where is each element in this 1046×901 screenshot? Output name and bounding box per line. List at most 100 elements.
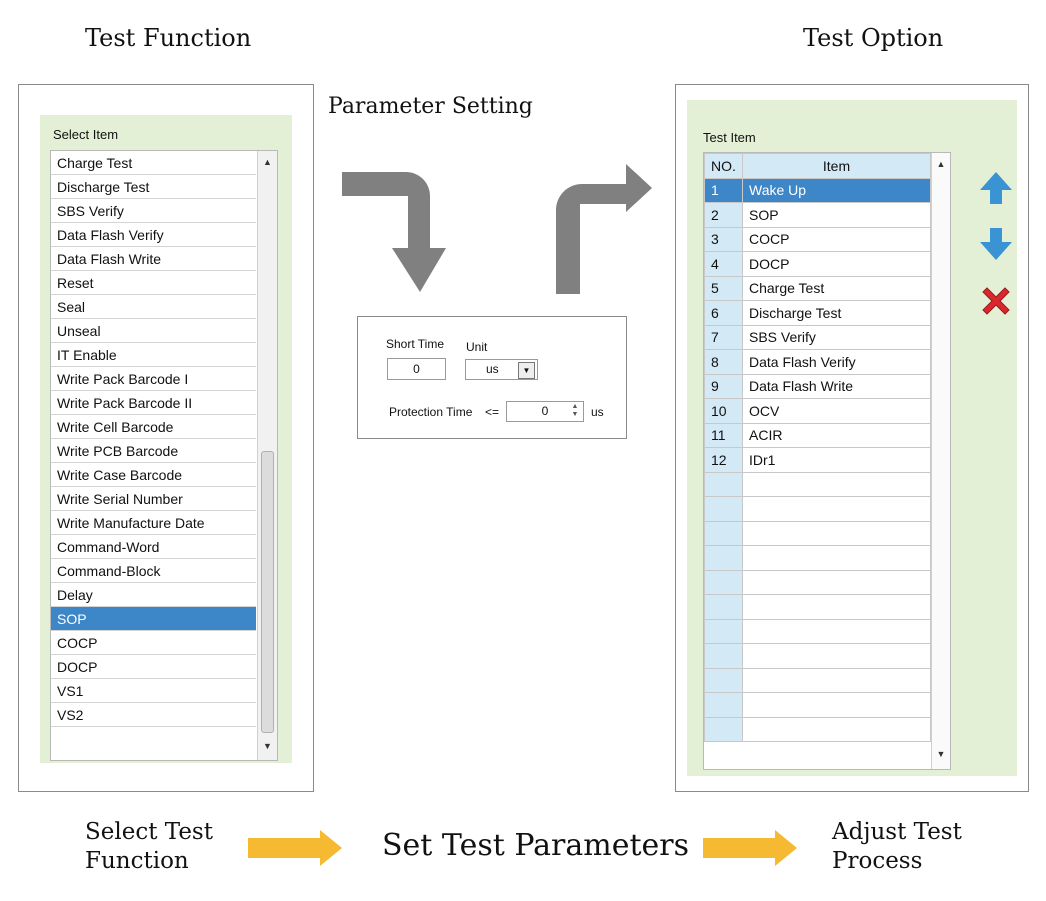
step-arrow-1 bbox=[248, 838, 322, 858]
row-item bbox=[742, 496, 931, 522]
test-option-heading: Test Option bbox=[803, 24, 944, 52]
row-number: 5 bbox=[704, 275, 743, 301]
row-item: Charge Test bbox=[742, 275, 931, 301]
table-scrollbar[interactable]: ▲ ▼ bbox=[931, 153, 950, 769]
parameter-setting-box: Short Time 0 Unit us ▼ Protection Time <… bbox=[357, 316, 627, 439]
down-arrow-icon[interactable] bbox=[976, 224, 1016, 264]
row-item bbox=[742, 716, 931, 742]
row-number bbox=[704, 643, 743, 669]
row-number bbox=[704, 569, 743, 595]
row-item: DOCP bbox=[742, 251, 931, 277]
row-item: COCP bbox=[742, 226, 931, 252]
list-item[interactable]: Unseal bbox=[51, 319, 256, 343]
list-item[interactable]: VS1 bbox=[51, 679, 256, 703]
scroll-down-arrow-icon[interactable]: ▼ bbox=[263, 741, 272, 751]
empty-table-row[interactable] bbox=[704, 520, 931, 546]
row-item: SBS Verify bbox=[742, 324, 931, 350]
list-item[interactable]: Command-Block bbox=[51, 559, 256, 583]
row-item bbox=[742, 667, 931, 693]
empty-table-row[interactable] bbox=[704, 496, 931, 522]
list-item[interactable]: SOP bbox=[51, 607, 256, 631]
stepper-arrows-icon[interactable]: ▲▼ bbox=[571, 403, 579, 418]
list-item[interactable]: Data Flash Verify bbox=[51, 223, 256, 247]
list-item[interactable]: Discharge Test bbox=[51, 175, 256, 199]
row-number: 3 bbox=[704, 226, 743, 252]
row-item: ACIR bbox=[742, 422, 931, 448]
list-item[interactable]: Write Pack Barcode II bbox=[51, 391, 256, 415]
scrollbar-thumb[interactable] bbox=[261, 451, 274, 733]
row-item bbox=[742, 594, 931, 620]
chevron-down-icon[interactable]: ▼ bbox=[518, 362, 535, 379]
row-number: 12 bbox=[704, 447, 743, 473]
row-item bbox=[742, 692, 931, 718]
unit-label: Unit bbox=[466, 340, 488, 354]
empty-table-row[interactable] bbox=[704, 716, 931, 742]
row-number: 2 bbox=[704, 202, 743, 228]
list-item[interactable]: Write Serial Number bbox=[51, 487, 256, 511]
up-arrow-icon[interactable] bbox=[976, 168, 1016, 208]
list-item[interactable]: Seal bbox=[51, 295, 256, 319]
list-item[interactable]: COCP bbox=[51, 631, 256, 655]
row-item: Data Flash Write bbox=[742, 373, 931, 399]
row-number: 11 bbox=[704, 422, 743, 448]
row-number: 10 bbox=[704, 398, 743, 424]
empty-table-row[interactable] bbox=[704, 667, 931, 693]
list-item[interactable]: Write PCB Barcode bbox=[51, 439, 256, 463]
row-number bbox=[704, 496, 743, 522]
delete-x-icon[interactable] bbox=[977, 282, 1015, 320]
row-item bbox=[742, 569, 931, 595]
list-item[interactable]: VS2 bbox=[51, 703, 256, 727]
step-adjust-test-process: Adjust Test Process bbox=[832, 819, 962, 874]
list-item[interactable]: Charge Test bbox=[51, 151, 256, 175]
table-scroll-down-icon[interactable]: ▼ bbox=[936, 749, 946, 759]
empty-table-row[interactable] bbox=[704, 692, 931, 718]
empty-table-row[interactable] bbox=[704, 594, 931, 620]
list-item[interactable]: Write Case Barcode bbox=[51, 463, 256, 487]
row-item: IDr1 bbox=[742, 447, 931, 473]
list-item[interactable]: IT Enable bbox=[51, 343, 256, 367]
row-number bbox=[704, 716, 743, 742]
empty-table-row[interactable] bbox=[704, 545, 931, 571]
short-time-input[interactable]: 0 bbox=[387, 358, 446, 380]
empty-table-row[interactable] bbox=[704, 643, 931, 669]
list-item[interactable]: Write Cell Barcode bbox=[51, 415, 256, 439]
list-item[interactable]: SBS Verify bbox=[51, 199, 256, 223]
unit-select[interactable]: us ▼ bbox=[465, 359, 538, 380]
empty-table-row[interactable] bbox=[704, 471, 931, 497]
list-item[interactable]: Data Flash Write bbox=[51, 247, 256, 271]
test-function-heading: Test Function bbox=[85, 24, 252, 52]
row-number: 8 bbox=[704, 349, 743, 375]
scroll-up-arrow-icon[interactable]: ▲ bbox=[263, 157, 272, 167]
list-item[interactable]: Command-Word bbox=[51, 535, 256, 559]
list-scrollbar[interactable]: ▲ ▼ bbox=[257, 151, 277, 760]
row-item: OCV bbox=[742, 398, 931, 424]
list-item[interactable]: Delay bbox=[51, 583, 256, 607]
list-item[interactable]: Reset bbox=[51, 271, 256, 295]
list-item[interactable]: Write Manufacture Date bbox=[51, 511, 256, 535]
select-item-label: Select Item bbox=[53, 127, 119, 142]
list-item[interactable]: Write Pack Barcode I bbox=[51, 367, 256, 391]
list-item[interactable]: DOCP bbox=[51, 655, 256, 679]
empty-table-row[interactable] bbox=[704, 569, 931, 595]
protection-time-stepper[interactable]: 0 ▲▼ bbox=[506, 401, 584, 422]
table-scroll-up-icon[interactable]: ▲ bbox=[936, 159, 946, 169]
empty-table-row[interactable] bbox=[704, 618, 931, 644]
